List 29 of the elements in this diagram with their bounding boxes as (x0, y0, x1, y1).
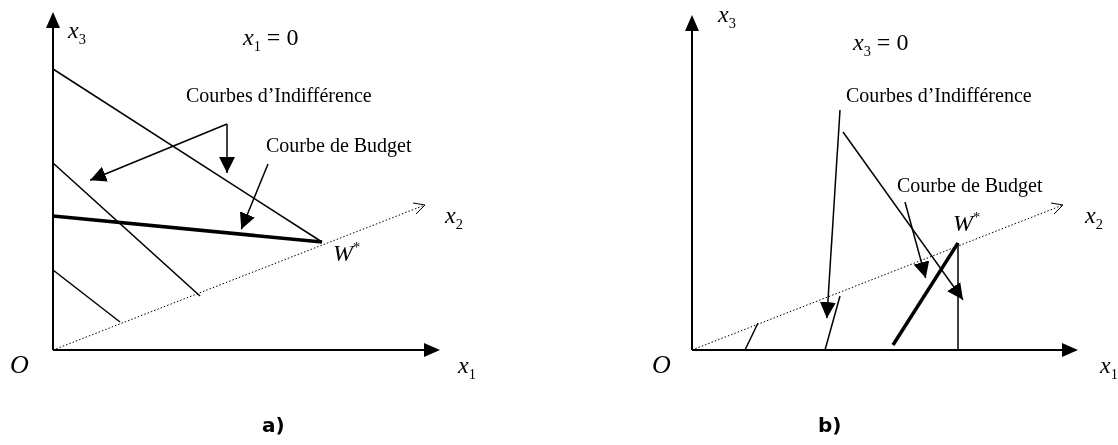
budget-line (891, 242, 960, 346)
leader-arrow (89, 123, 228, 182)
math-label: x$_{2}$ (1085, 203, 1103, 232)
callout-text: Courbe de Budget (897, 174, 1043, 196)
math-label: x$_{1}$ (1100, 353, 1118, 382)
math-label: x$_{3}$ (68, 18, 86, 47)
math-label: x$_{3}$ = 0 (853, 30, 909, 59)
math-label: x$_{1}$ = 0 (243, 25, 299, 54)
indifference-curve (52, 162, 201, 297)
indifference-curve (52, 269, 121, 323)
math-label: O (10, 352, 29, 378)
leader-arrow (842, 131, 964, 301)
math-label: W$^{*}$ (953, 210, 981, 235)
panel-label: b) (818, 415, 842, 435)
math-label: O (652, 352, 671, 378)
math-label: W$^{*}$ (333, 240, 361, 265)
callout-text: Courbes d’Indifférence (846, 84, 1032, 106)
callout-text: Courbes d’Indifférence (186, 84, 372, 106)
math-label: x$_{2}$ (445, 203, 463, 232)
callout-text: Courbe de Budget (266, 134, 412, 156)
indifference-curve (744, 322, 759, 351)
leader-arrow (239, 163, 269, 230)
panel-label: a) (262, 415, 285, 435)
indifference-curve (824, 295, 841, 351)
math-label: x$_{1}$ (458, 353, 476, 382)
math-label: x$_{3}$ (718, 2, 736, 31)
leader-arrow (819, 109, 841, 319)
leader-arrow (219, 123, 236, 174)
leader-arrow (904, 201, 930, 279)
